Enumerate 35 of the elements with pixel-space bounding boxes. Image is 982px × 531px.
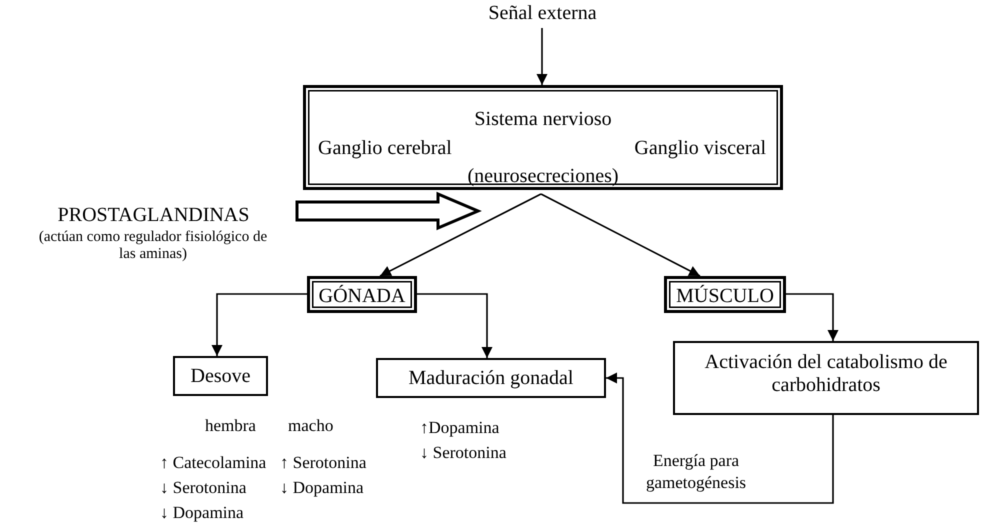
arrow xyxy=(417,293,492,358)
arrow xyxy=(380,193,542,277)
column-heading: macho xyxy=(288,416,334,436)
highlight-box xyxy=(303,85,783,190)
node-text: Ganglio cerebral xyxy=(318,137,453,160)
list-item: ↑ Serotonina xyxy=(280,453,366,473)
side-note: ↑Dopamina xyxy=(420,418,500,438)
list-item: ↑ Catecolamina xyxy=(160,453,266,473)
highlight-box xyxy=(664,276,786,313)
node-text: Ganglio visceral xyxy=(633,137,766,160)
list-item: ↓ Dopamina xyxy=(280,478,364,498)
process-box xyxy=(376,358,606,398)
block-arrow xyxy=(296,192,482,230)
node-label: Sistema nervioso xyxy=(473,108,613,131)
arrow xyxy=(786,293,838,341)
arrow xyxy=(212,293,307,356)
arrow xyxy=(536,28,548,85)
process-box xyxy=(673,341,979,415)
list-item: ↓ Dopamina xyxy=(160,503,244,523)
node-label: Desove xyxy=(190,365,252,388)
node-label: Señal externa xyxy=(487,2,598,25)
process-box xyxy=(173,356,268,396)
node-label: PROSTAGLANDINAS xyxy=(56,204,250,227)
node-label: Maduración gonadal xyxy=(408,367,574,390)
arrow xyxy=(540,193,700,277)
node-label: GÓNADA xyxy=(318,285,406,308)
side-note: ↓ Serotonina xyxy=(420,443,506,463)
highlight-box xyxy=(307,276,417,313)
list-item: ↓ Serotonina xyxy=(160,478,246,498)
column-heading: hembra xyxy=(205,416,256,436)
node-label: Activación del catabolismo de carbohidratos xyxy=(704,351,948,397)
node-text: (neurosecreciones) xyxy=(466,165,620,188)
node-label: MÚSCULO xyxy=(675,285,775,308)
node-text: (actúan como regulador fisiológico de las aminas) xyxy=(38,229,268,264)
arrow xyxy=(606,372,834,504)
